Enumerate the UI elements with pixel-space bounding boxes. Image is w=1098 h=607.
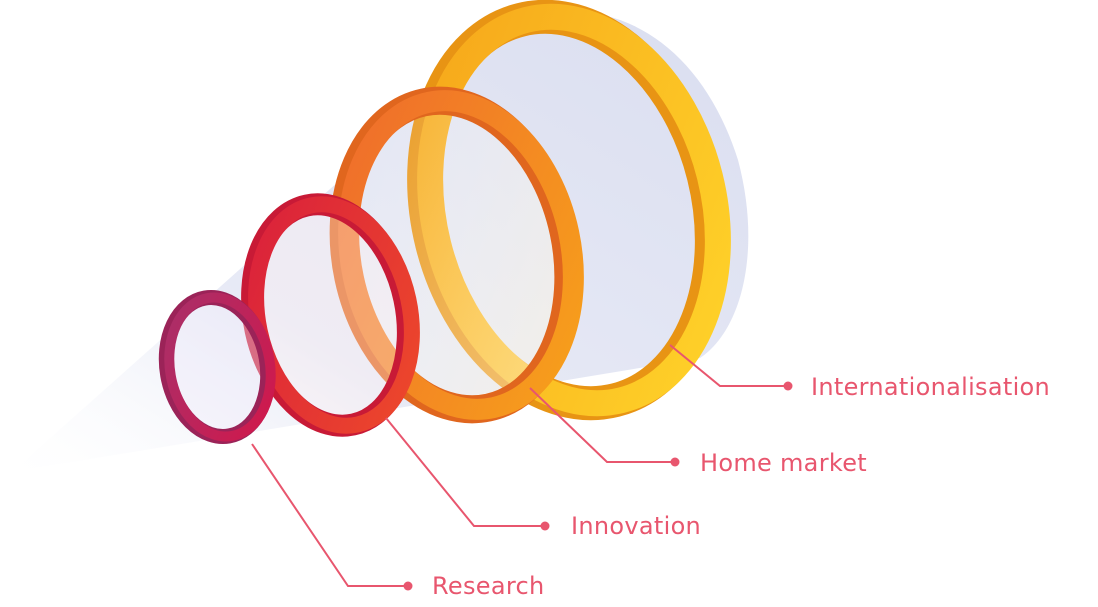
- leader-line-innovation: [385, 417, 545, 527]
- label-home-market: Home market: [700, 449, 867, 477]
- leader-line-internationalisation: [669, 344, 788, 387]
- ring-research: [158, 290, 276, 444]
- leader-dot-research: [403, 581, 413, 591]
- label-internationalisation: Internationalisation: [811, 373, 1051, 401]
- leader-dot-innovation: [540, 521, 550, 531]
- leader-line-research: [251, 443, 408, 587]
- label-research: Research: [432, 572, 545, 600]
- leader-line-home-market: [529, 387, 675, 463]
- label-innovation: Innovation: [571, 512, 702, 540]
- leader-dot-internationalisation: [783, 381, 793, 391]
- leader-dot-home-market: [670, 457, 680, 467]
